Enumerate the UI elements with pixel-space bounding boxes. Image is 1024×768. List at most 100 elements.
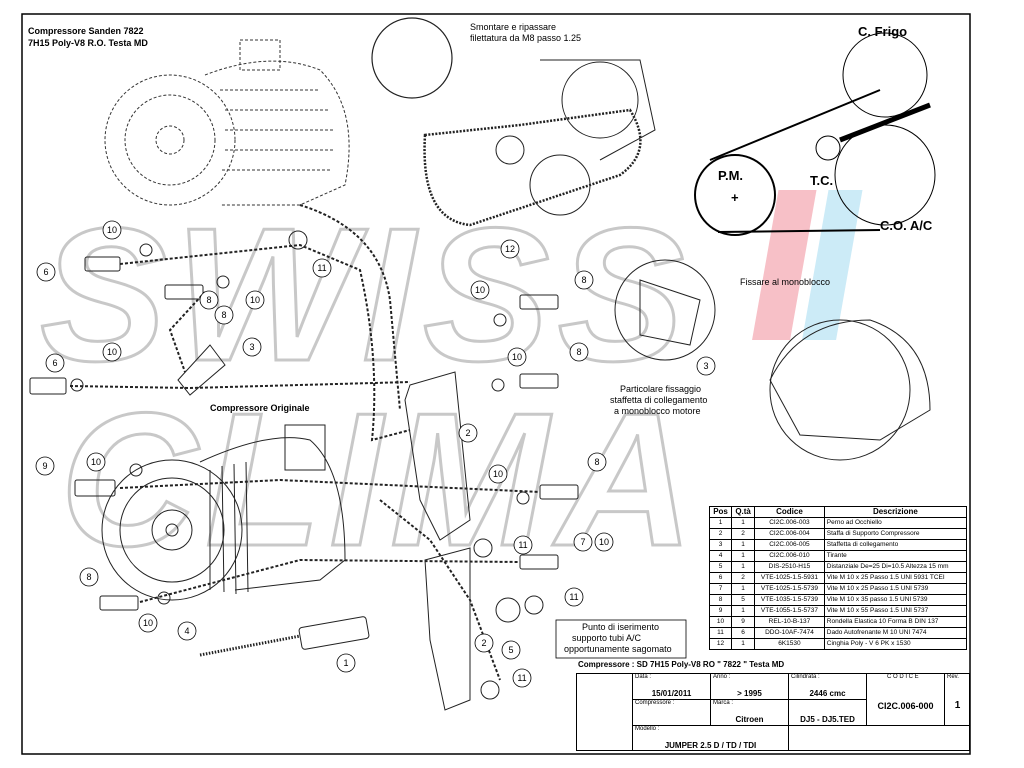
nut-11c	[524, 595, 544, 615]
compressor-title: Compressore : SD 7H15 Poly-V8 RO " 7822 …	[578, 660, 785, 669]
header-pos: Pos	[708, 506, 733, 518]
code-label: C O D I C E	[887, 674, 919, 680]
parts-cell-pos: 6	[708, 572, 733, 584]
balloon-label: 2	[465, 428, 470, 438]
title-line1: Compressore Sanden 7822	[28, 26, 144, 36]
balloon-label: 10	[107, 347, 117, 357]
model-value: JUMPER 2.5 D / TD / TDI	[664, 741, 757, 750]
parts-cell-pos: 7	[708, 583, 733, 595]
parts-cell-qty: 1	[731, 550, 756, 562]
balloon-label: 8	[594, 457, 599, 467]
balloon-circle	[177, 621, 197, 641]
balloon-circle	[102, 220, 122, 240]
balloon-circle	[488, 464, 508, 484]
balloon-circle	[245, 290, 265, 310]
balloon-label: 8	[221, 310, 226, 320]
balloon-label: 11	[317, 263, 326, 273]
parts-cell-code: CI2C.006-010	[754, 550, 825, 562]
detail-callout-line1: Particolare fissaggio	[620, 384, 701, 394]
parts-cell-qty: 1	[731, 561, 756, 573]
nut-11d	[480, 680, 500, 700]
brand-label: Marca :	[713, 700, 734, 706]
balloon-label: 10	[250, 295, 260, 305]
balloon-circle	[512, 668, 532, 688]
balloon-circle	[199, 290, 219, 310]
balloon-circle	[474, 633, 494, 653]
balloon-circle	[86, 452, 106, 472]
parts-cell-code: CI2C.006-005	[754, 539, 825, 551]
balloon-circle	[458, 423, 478, 443]
thread-callout-line2: filettatura da M8 passo 1.25	[470, 33, 581, 43]
balloon-circle	[470, 280, 490, 300]
title-block: Data : 15/01/2011 Anno : > 1995 Cilindra…	[576, 673, 970, 751]
header-desc: Descrizione	[823, 506, 968, 518]
balloon-label: 12	[505, 244, 515, 254]
balloon-circle	[79, 567, 99, 587]
watermark-blue-stripe	[802, 190, 863, 340]
belt-routing-diagram	[694, 32, 936, 236]
rev-cell: Rev. 1	[945, 674, 970, 726]
washer-d	[129, 463, 143, 477]
detail-callout-line2: staffetta di collegamento	[610, 395, 707, 405]
balloon-label: 10	[91, 457, 101, 467]
compressor-label: Compressore :	[635, 700, 675, 706]
engine-cell: DJ5 - DJ5.TED	[789, 700, 867, 726]
balloon-label: 8	[86, 572, 91, 582]
year-label: Anno :	[713, 674, 731, 680]
compressor-cell: Compressore :	[633, 700, 711, 726]
balloon-label: 7	[580, 537, 585, 547]
parts-cell-qty: 9	[731, 616, 756, 628]
parts-cell-desc: Dado Autofrenante M 10 UNI 7474	[823, 627, 968, 639]
fix-callout: Fissare al monoblocco	[740, 277, 830, 287]
insert-callout-line1: Punto di iserimento	[582, 622, 659, 632]
washer-c	[70, 378, 84, 392]
washer-g	[516, 491, 530, 505]
displacement-value: 2446 cmc	[809, 689, 846, 698]
screw-8b	[519, 373, 559, 389]
displacement-cell: Cilindrata : 2446 cmc	[789, 674, 867, 700]
balloon-circle	[336, 653, 356, 673]
parts-cell-qty: 1	[731, 638, 756, 650]
parts-cell-code: CI2C.006-004	[754, 528, 825, 540]
thread-detail-circle	[371, 17, 453, 99]
model-label: Modello :	[635, 726, 660, 732]
model-cell: Modello : JUMPER 2.5 D / TD / TDI	[633, 726, 789, 751]
balloon-label: 3	[249, 342, 254, 352]
support-bracket-lower	[424, 547, 471, 711]
screw-8e	[164, 284, 204, 300]
spacer-5	[495, 597, 521, 623]
parts-cell-code: VTE-1025-1.5-5931	[754, 572, 825, 584]
brand-cell: Marca : Citroen	[711, 700, 789, 726]
screw-6b	[29, 377, 67, 395]
parts-cell-code: VTE-1035-1.5-5739	[754, 594, 825, 606]
parts-header-row: Pos Q.tà Codice Descrizione	[708, 506, 968, 518]
balloon-label: 1	[343, 658, 348, 668]
balloon-label: 10	[493, 469, 503, 479]
balloon-circle	[102, 342, 122, 362]
balloon-circle	[569, 342, 589, 362]
parts-cell-qty: 1	[731, 605, 756, 617]
support-bracket-upper	[404, 371, 471, 541]
parts-cell-code: CI2C.006-003	[754, 517, 825, 529]
thread-callout-line1: Smontare e ripassare	[470, 22, 556, 32]
parts-cell-pos: 4	[708, 550, 733, 562]
watermark-line2: CLIMA	[60, 374, 702, 586]
balloon-label: 11	[518, 540, 527, 550]
date-label: Data :	[635, 674, 652, 680]
parts-cell-desc: Staffetta di collegamento	[823, 539, 968, 551]
parts-cell-code: REL-10-B-137	[754, 616, 825, 628]
balloon-label: 4	[184, 626, 189, 636]
assembly-axis-lines	[69, 204, 541, 681]
parts-cell-qty: 1	[731, 517, 756, 529]
parts-cell-desc: Distanziale De=25 Di=10.5 Altezza 15 mm	[823, 561, 968, 573]
parts-cell-desc: Cinghia Poly - V 6 PK x 1530	[823, 638, 968, 650]
parts-cell-pos: 9	[708, 605, 733, 617]
parts-cell-code: VTE-1055-1.5-5737	[754, 605, 825, 617]
balloon-circle	[696, 356, 716, 376]
balloon-circle	[501, 640, 521, 660]
